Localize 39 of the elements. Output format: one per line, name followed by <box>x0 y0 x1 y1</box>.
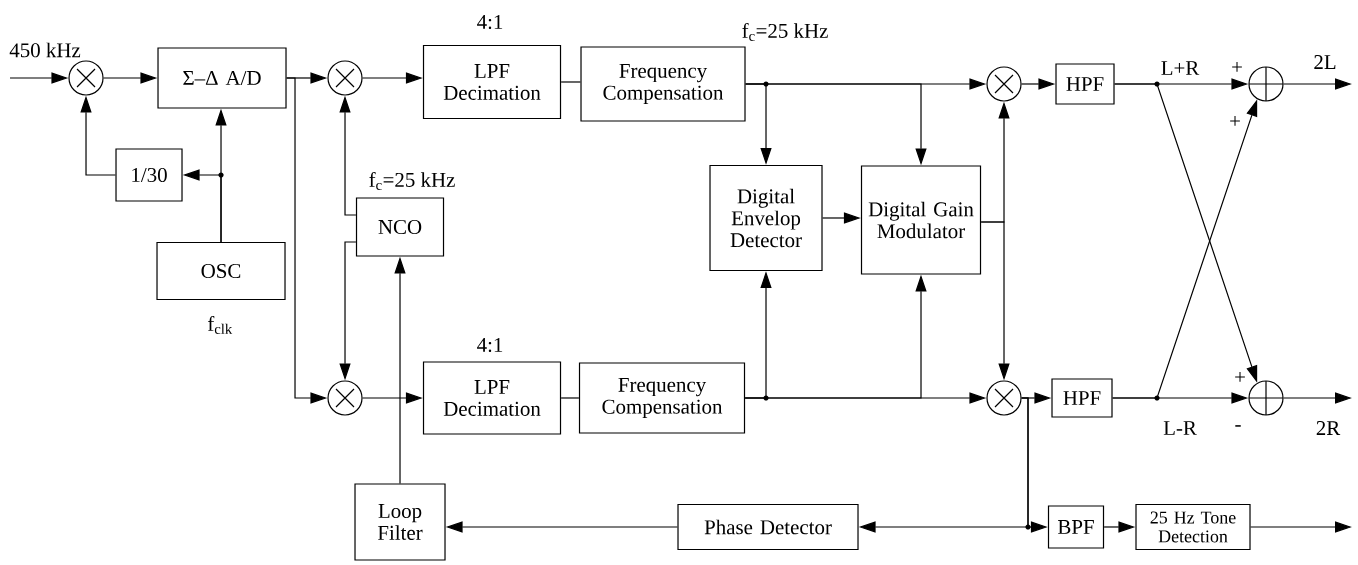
block-box: Σ–Δ A/D <box>157 47 287 109</box>
block-box: 1/30 <box>115 148 183 202</box>
edge-label: 2R <box>1314 420 1342 436</box>
block-box: BPF <box>1047 505 1105 549</box>
multiplier-circle <box>986 380 1022 416</box>
signal-label: L-R <box>1163 421 1197 435</box>
block-box: Frequency Compensation <box>578 362 746 434</box>
block-box: Loop Filter <box>354 483 446 561</box>
signal-label: 4:1 <box>477 14 503 30</box>
multiplier-circle <box>327 60 363 96</box>
multiplier-circle <box>986 66 1022 102</box>
connector-line <box>560 397 580 399</box>
adder-circle <box>1248 66 1284 102</box>
block-box: Digital Gain Modulator <box>860 165 982 275</box>
block-box: Frequency Compensation <box>580 46 746 122</box>
connector-line <box>560 81 581 83</box>
signal-label: f$_{c}$=25 kHz <box>742 23 828 41</box>
signal-label: f$_{clk}$ <box>208 316 233 334</box>
signal-label: + <box>1230 116 1240 126</box>
signal-label: L+R <box>1161 61 1200 75</box>
edge-label: 450 kHz <box>8 41 82 59</box>
edge-label: 2L <box>1312 54 1338 70</box>
block-box: LPF Decimation <box>422 44 562 120</box>
signal-label: + <box>1235 372 1245 382</box>
signal-label: + <box>1232 62 1242 72</box>
block-box: 25 Hz Tone Detection <box>1135 503 1251 551</box>
block-box: LPF Decimation <box>422 361 562 435</box>
block-box: OSC <box>156 241 286 301</box>
signal-label: 4:1 <box>477 337 503 353</box>
block-box: Digital Envelop Detector <box>709 164 823 272</box>
block-box: HPF <box>1051 378 1113 418</box>
signal-label: - <box>1235 425 1241 427</box>
adder-circle <box>1248 380 1284 416</box>
multiplier-circle <box>327 380 363 416</box>
block-box: NCO <box>355 197 445 257</box>
block-box: HPF <box>1055 63 1115 105</box>
block-box: Phase Detector <box>677 503 859 551</box>
signal-label: f$_{c}$=25 kHz <box>369 172 455 190</box>
multiplier-circle <box>68 60 104 96</box>
